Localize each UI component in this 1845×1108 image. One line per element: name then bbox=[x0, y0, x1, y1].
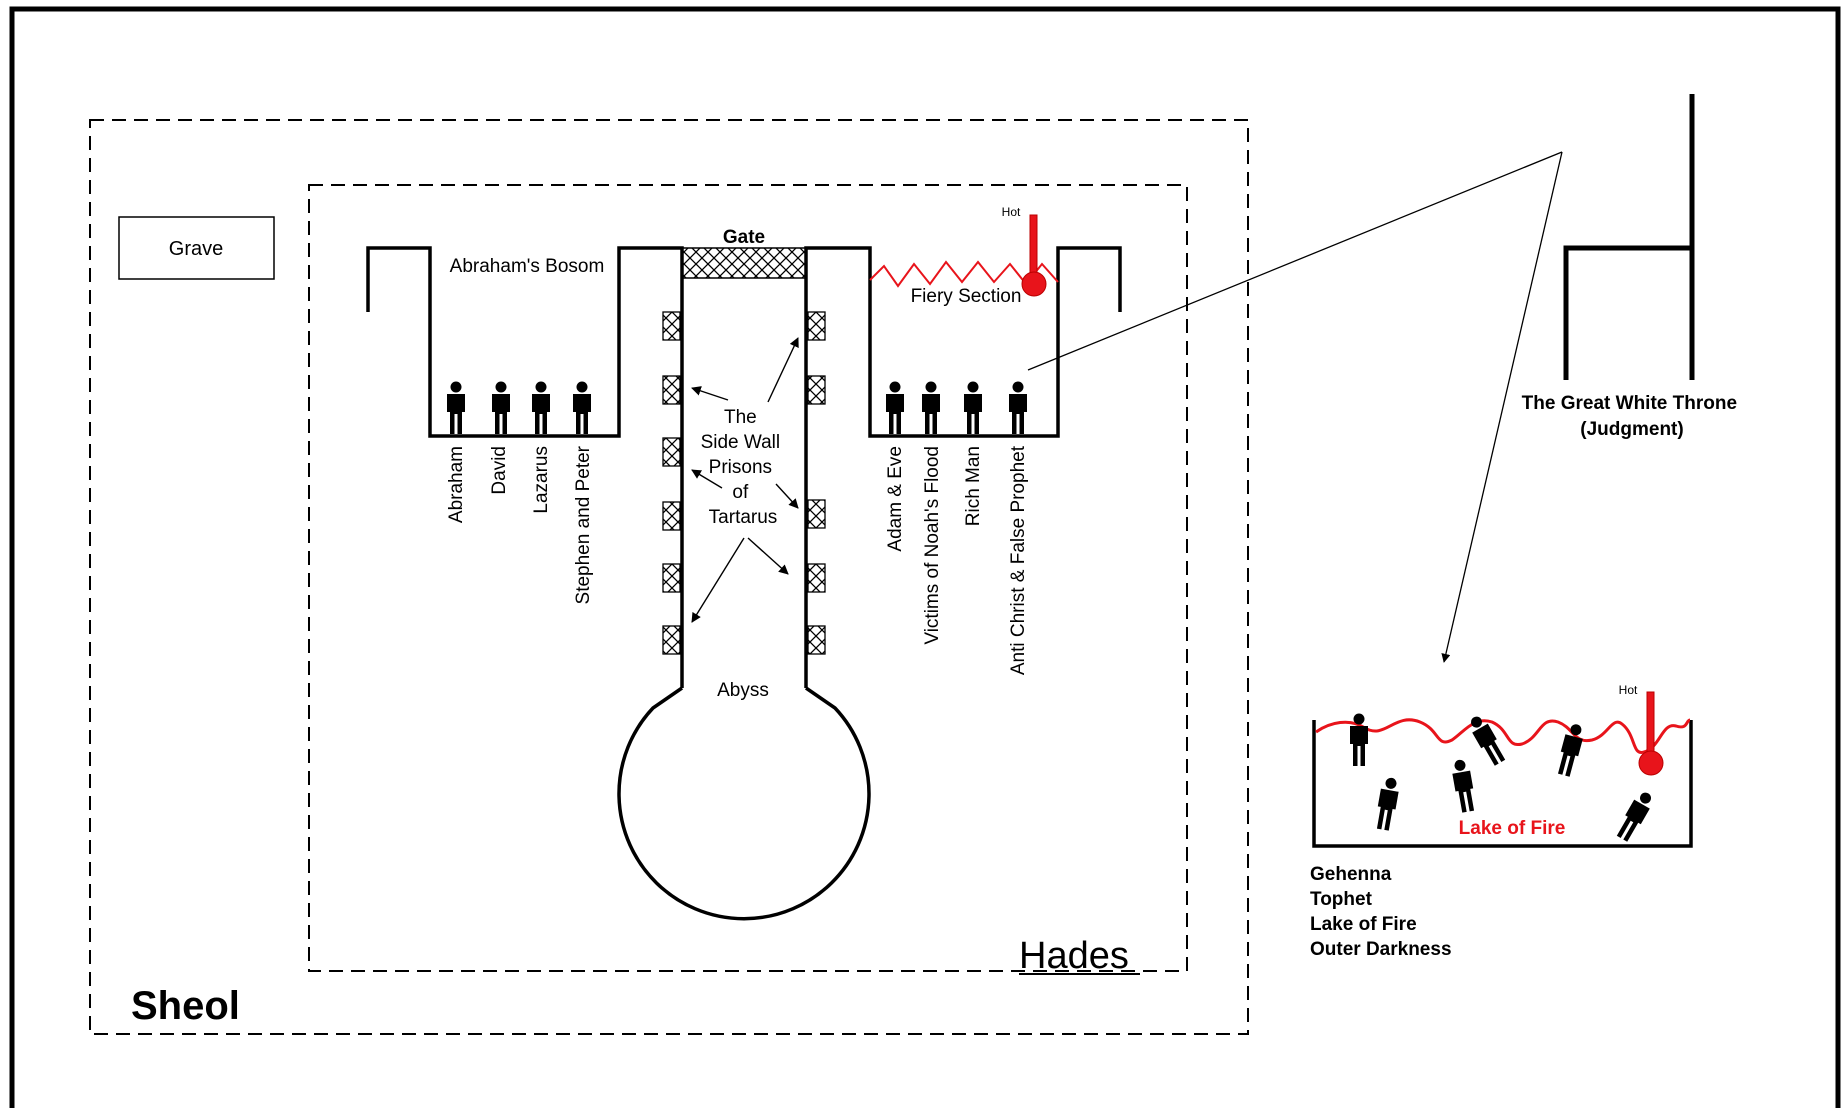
person-icon bbox=[1614, 789, 1656, 843]
lake-fire-line bbox=[1316, 720, 1690, 753]
tartarus-arrow bbox=[776, 484, 798, 508]
bosom-person-label: Abraham bbox=[446, 446, 467, 523]
tartarus-arrow bbox=[692, 538, 744, 622]
person-icon bbox=[447, 382, 465, 435]
abyss-pit bbox=[619, 688, 869, 919]
hades-label: Hades bbox=[1019, 935, 1129, 977]
prison-cell bbox=[808, 564, 825, 592]
person-icon bbox=[886, 382, 904, 435]
prison-cell bbox=[663, 502, 680, 530]
person-icon bbox=[492, 382, 510, 435]
person-icon bbox=[922, 382, 940, 435]
fiery-person-label: Rich Man bbox=[963, 446, 984, 526]
sheol-label: Sheol bbox=[131, 984, 240, 1028]
bosom-person-label: David bbox=[489, 446, 510, 495]
lake-names-list: Gehenna Tophet Lake of Fire Outer Darkne… bbox=[1310, 864, 1452, 960]
lake-of-fire-label: Lake of Fire bbox=[1459, 818, 1566, 839]
tartarus-arrow bbox=[692, 388, 728, 400]
prison-cell bbox=[663, 312, 680, 340]
gate bbox=[682, 248, 806, 278]
person-icon bbox=[1009, 382, 1027, 435]
thermometer-icon bbox=[1639, 692, 1663, 775]
person-icon bbox=[1555, 722, 1586, 777]
prison-cell bbox=[808, 312, 825, 340]
tartarus-label: The Side Wall Prisons of Tartarus bbox=[701, 407, 786, 528]
tartarus-arrow bbox=[748, 538, 788, 574]
bosom-person-label: Stephen and Peter bbox=[573, 445, 594, 604]
bosom-person-label: Lazarus bbox=[531, 446, 552, 514]
right-prison-cells bbox=[808, 312, 825, 654]
prison-cell bbox=[663, 626, 680, 654]
abyss-label: Abyss bbox=[717, 680, 769, 701]
tartarus-arrows bbox=[692, 338, 798, 622]
thermometer-icon bbox=[1022, 215, 1046, 296]
gate-label: Gate bbox=[723, 227, 765, 248]
throne-label: The Great White Throne (Judgment) bbox=[1522, 393, 1743, 440]
prison-cell bbox=[663, 438, 680, 466]
fiery-person-label: Adam & Eve bbox=[885, 446, 906, 552]
prison-cell bbox=[663, 376, 680, 404]
hot-label: Hot bbox=[1002, 205, 1021, 219]
hot-label: Hot bbox=[1619, 683, 1638, 697]
person-icon bbox=[532, 382, 550, 435]
throne-icon bbox=[1566, 94, 1692, 380]
left-prison-cells bbox=[663, 312, 680, 654]
tartarus-arrow bbox=[768, 338, 798, 402]
prison-cell bbox=[808, 626, 825, 654]
fiery-section-label: Fiery Section bbox=[911, 286, 1022, 307]
hades-boundary bbox=[309, 185, 1187, 971]
abrahams-bosom-walls bbox=[368, 248, 682, 688]
person-icon bbox=[1374, 776, 1401, 831]
person-icon bbox=[573, 382, 591, 435]
grave-label: Grave bbox=[169, 238, 223, 260]
person-icon bbox=[1450, 758, 1477, 813]
prison-cell bbox=[808, 376, 825, 404]
person-icon bbox=[964, 382, 982, 435]
prison-cell bbox=[808, 500, 825, 528]
fiery-person-label: Victims of Noah's Flood bbox=[922, 446, 943, 645]
abrahams-bosom-label: Abraham's Bosom bbox=[450, 256, 605, 277]
prison-cell bbox=[663, 564, 680, 592]
fiery-person-label: Anti Christ & False Prophet bbox=[1008, 445, 1029, 675]
